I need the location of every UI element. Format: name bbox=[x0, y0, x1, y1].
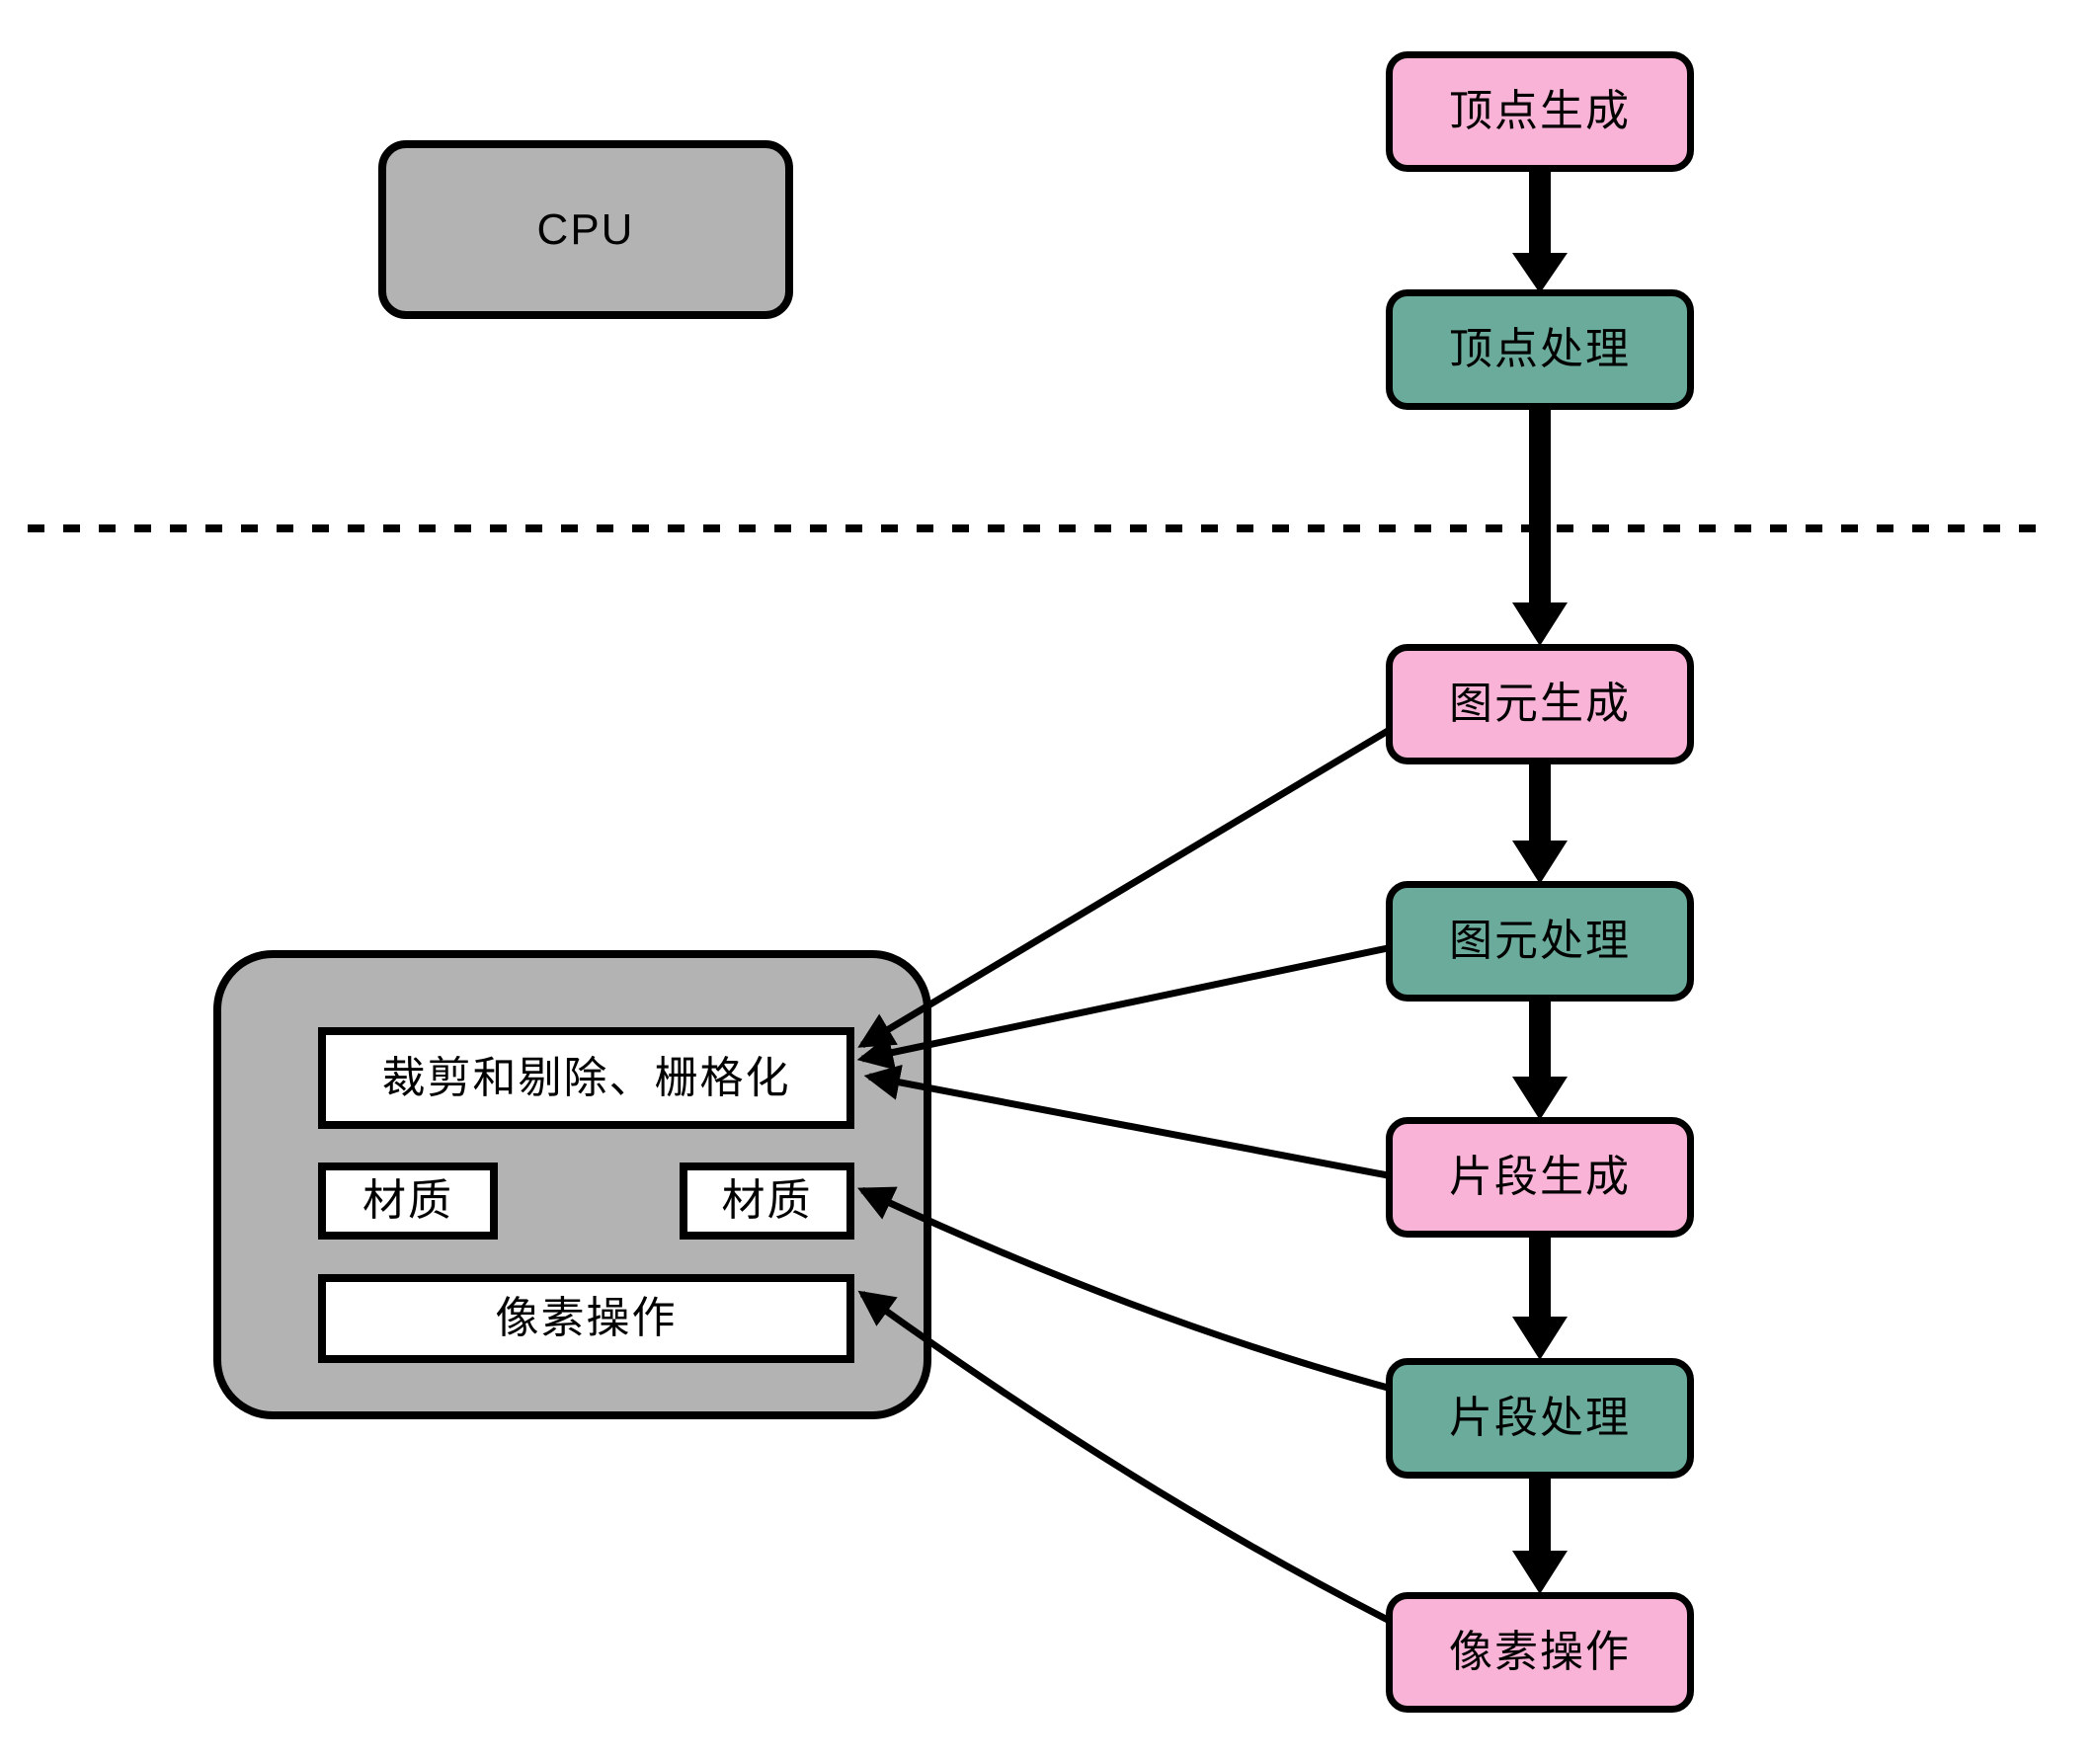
stage-fragment-processing-label: 片段处理 bbox=[1449, 1394, 1631, 1442]
mapping-arrow-fragment-generation-to-clip-icon bbox=[863, 1064, 1389, 1179]
texture-left-box: 材质 bbox=[318, 1163, 498, 1240]
stage-fragment-generation-label: 片段生成 bbox=[1449, 1153, 1631, 1201]
stage-primitive-processing: 图元处理 bbox=[1386, 881, 1694, 1002]
pixel-operations-hw-label: 像素操作 bbox=[495, 1294, 678, 1342]
texture-right-label: 材质 bbox=[721, 1176, 813, 1225]
flow-arrow-down-icon bbox=[1512, 407, 1568, 646]
stage-primitive-generation: 图元生成 bbox=[1386, 644, 1694, 764]
flow-arrow-down-icon bbox=[1512, 1476, 1568, 1594]
stage-primitive-processing-label: 图元处理 bbox=[1449, 917, 1631, 965]
clip-cull-rasterize-box: 裁剪和剔除、栅格化 bbox=[318, 1027, 854, 1129]
flow-arrow-down-icon bbox=[1512, 166, 1568, 293]
stage-primitive-generation-label: 图元生成 bbox=[1449, 680, 1631, 728]
flow-arrow-down-icon bbox=[1512, 1233, 1568, 1360]
cpu-box: CPU bbox=[378, 140, 793, 319]
stage-pixel-operations-label: 像素操作 bbox=[1449, 1628, 1631, 1676]
texture-left-label: 材质 bbox=[362, 1176, 453, 1225]
mapping-arrow-pixel-operations-to-pixel-hw-icon bbox=[857, 1290, 1390, 1624]
flow-arrow-down-icon bbox=[1512, 997, 1568, 1120]
mapping-arrow-primitive-generation-to-clip-icon bbox=[857, 727, 1390, 1049]
stage-vertex-generation-label: 顶点生成 bbox=[1449, 87, 1631, 135]
stage-vertex-processing-label: 顶点处理 bbox=[1449, 325, 1631, 373]
stage-fragment-generation: 片段生成 bbox=[1386, 1117, 1694, 1238]
stage-vertex-processing: 顶点处理 bbox=[1386, 289, 1694, 410]
stage-fragment-processing: 片段处理 bbox=[1386, 1358, 1694, 1479]
stage-pixel-operations: 像素操作 bbox=[1386, 1592, 1694, 1713]
mapping-arrow-primitive-processing-to-clip-icon bbox=[856, 944, 1389, 1071]
clip-cull-rasterize-label: 裁剪和剔除、栅格化 bbox=[381, 1053, 791, 1102]
texture-right-box: 材质 bbox=[680, 1163, 854, 1240]
flow-arrow-down-icon bbox=[1512, 762, 1568, 884]
mapping-arrow-fragment-processing-to-texture-icon bbox=[857, 1186, 1389, 1392]
cpu-label: CPU bbox=[536, 204, 635, 254]
pixel-operations-hw-box: 像素操作 bbox=[318, 1274, 854, 1363]
stage-vertex-generation: 顶点生成 bbox=[1386, 51, 1694, 172]
